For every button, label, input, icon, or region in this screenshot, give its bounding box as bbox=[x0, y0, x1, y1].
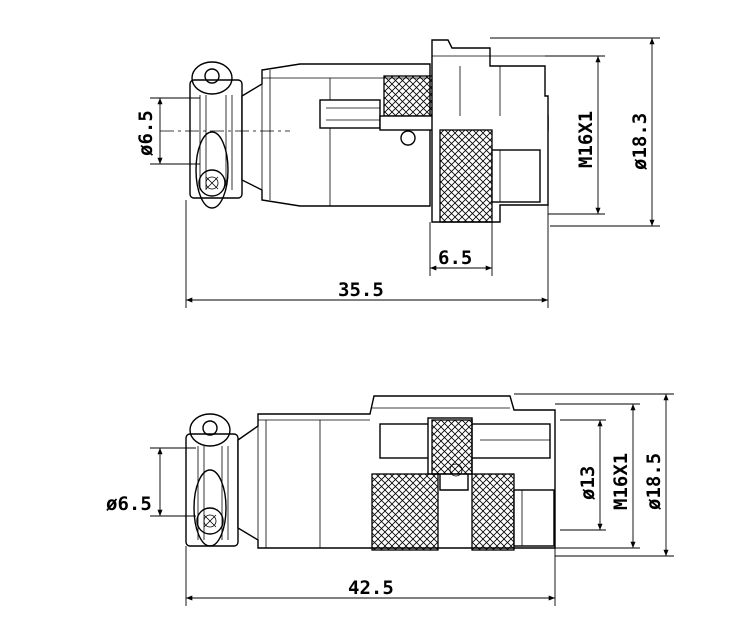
bottom-thread-label: M16X1 bbox=[610, 453, 632, 510]
top-d-left-label: ø6.5 bbox=[135, 110, 157, 156]
bottom-d-inner-label: ø13 bbox=[577, 466, 599, 500]
top-length-label: 35.5 bbox=[338, 279, 384, 301]
bottom-knurl-right bbox=[471, 473, 515, 551]
top-d-outer-label: ø18.3 bbox=[629, 113, 651, 170]
bottom-d-left-label: ø6.5 bbox=[106, 493, 152, 515]
top-inner-sleeve bbox=[319, 99, 381, 129]
top-back-shell bbox=[241, 63, 431, 207]
top-connector bbox=[160, 39, 549, 223]
bottom-connector bbox=[185, 395, 556, 551]
top-thread-label: M16X1 bbox=[575, 111, 597, 168]
bottom-length-label: 42.5 bbox=[348, 577, 394, 599]
bottom-tail-clip bbox=[185, 413, 239, 547]
top-knurl-nut bbox=[439, 129, 493, 223]
bottom-knurl-left bbox=[371, 473, 439, 551]
bottom-d-outer-label: ø18.5 bbox=[643, 453, 665, 510]
top-nut-width-label: 6.5 bbox=[438, 247, 472, 269]
bottom-dimensions bbox=[150, 393, 674, 606]
top-dimensions bbox=[150, 37, 660, 308]
bottom-knurl-top bbox=[431, 419, 473, 475]
top-tail-clip bbox=[189, 61, 243, 209]
